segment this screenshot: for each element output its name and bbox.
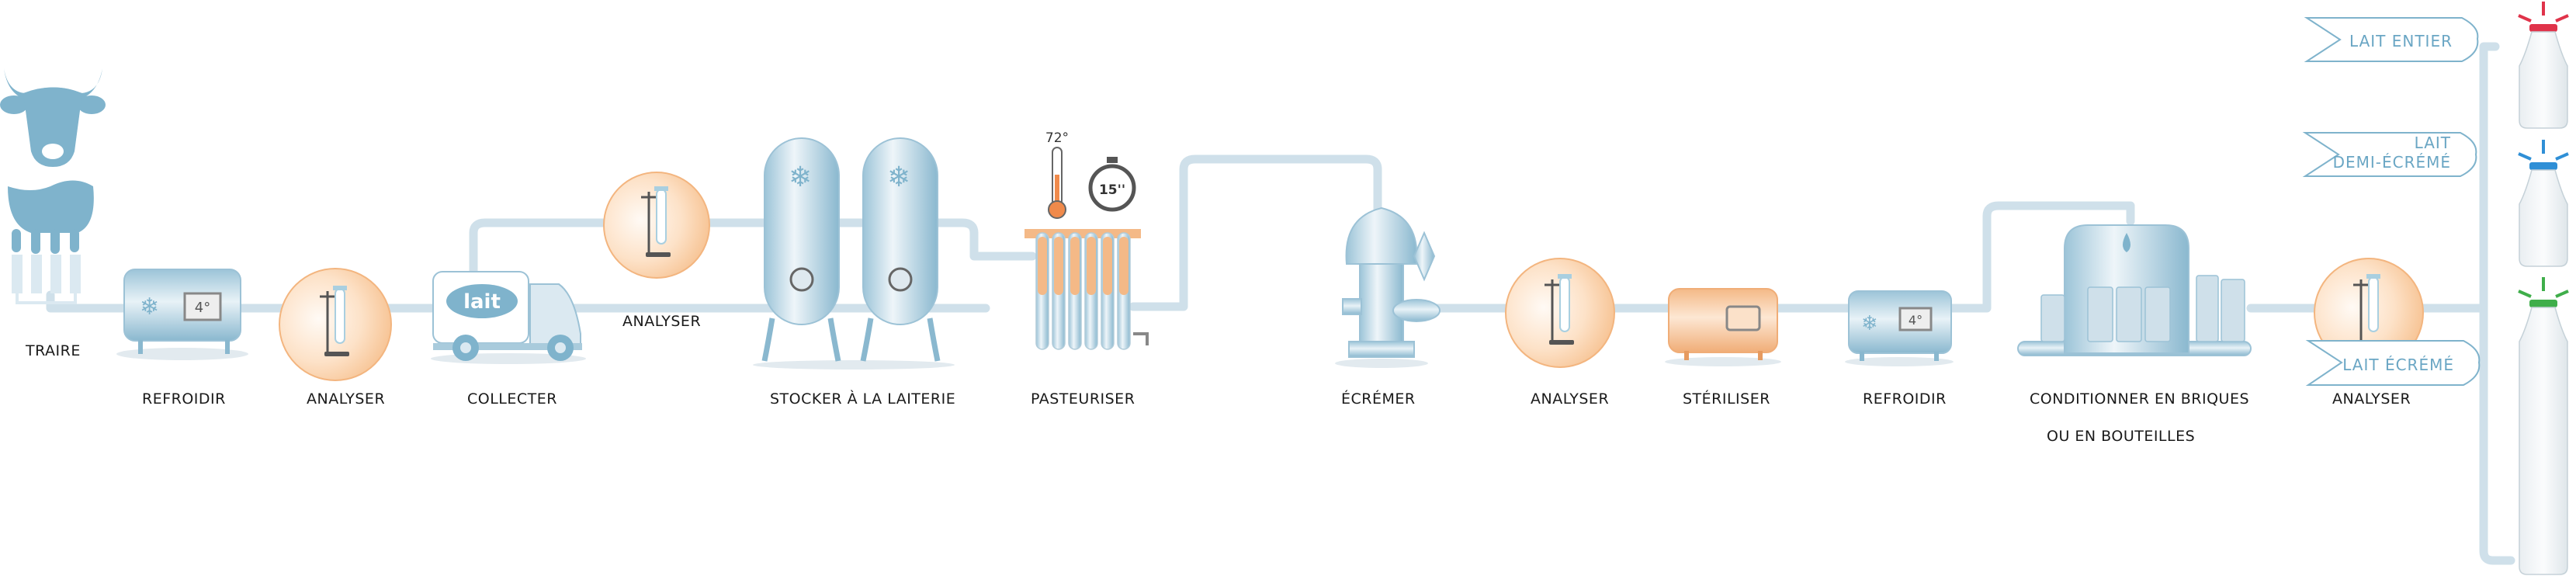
- pasteurise-time: 15'': [1099, 182, 1125, 198]
- cap-green: [2529, 300, 2557, 307]
- truck-logo: lait: [463, 290, 501, 314]
- label-analyser-3: ANALYSER: [1531, 390, 1609, 408]
- udder-icon: [8, 180, 94, 254]
- analysis-station-1: [279, 268, 392, 381]
- radiator-pasteurizer: [1025, 229, 1149, 350]
- label-refroidir-1: REFROIDIR: [142, 390, 226, 408]
- analysis-station-3: [1505, 258, 1615, 368]
- tag-lait-ecreme: LAIT ÉCRÉMÉ: [2305, 340, 2481, 386]
- label-ecremer: ÉCRÉMER: [1341, 390, 1416, 408]
- label-conditionner-2: OU EN BOUTEILLES: [2047, 428, 2195, 445]
- tag-label-entier: LAIT ENTIER: [2349, 32, 2453, 50]
- label-refroidir-2: REFROIDIR: [1863, 390, 1947, 408]
- snowflake-icon: ❄: [1861, 312, 1878, 335]
- cap-red: [2529, 24, 2557, 32]
- label-stocker: STOCKER À LA LAITERIE: [770, 390, 955, 408]
- label-collecter: COLLECTER: [467, 390, 557, 408]
- cap-blue: [2529, 162, 2557, 170]
- tag-label-demi-2: DEMI-ÉCRÉMÉ: [2333, 153, 2451, 172]
- milking-cups-icon: [12, 255, 81, 304]
- test-tube-icon: [320, 286, 349, 356]
- cream-separator: [1335, 206, 1441, 368]
- cow-icon: [0, 68, 106, 167]
- cooler-1-temp: 4°: [195, 300, 210, 316]
- analysis-station-2: [603, 172, 710, 279]
- tag-lait-entier: LAIT ENTIER: [2304, 17, 2479, 62]
- packaging-machine: [2017, 224, 2252, 356]
- timer-icon: 15'': [1088, 157, 1136, 212]
- snowflake-icon: ❄: [887, 161, 910, 193]
- storage-silos: ❄ ❄: [753, 137, 955, 370]
- snowflake-icon: ❄: [789, 161, 812, 193]
- bottle-lait-entier: [2518, 2, 2569, 129]
- cooler-2-temp: 4°: [1909, 313, 1922, 328]
- label-analyser-2: ANALYSER: [622, 313, 701, 330]
- label-traire: TRAIRE: [25, 342, 81, 359]
- label-pasteuriser: PASTEURISER: [1031, 390, 1135, 408]
- milk-truck-icon: lait: [431, 271, 586, 364]
- label-analyser-4: ANALYSER: [2332, 390, 2411, 408]
- label-analyser-1: ANALYSER: [307, 390, 385, 408]
- sterilizer-tank: [1665, 288, 1781, 366]
- pasteurise-temp: 72°: [1045, 130, 1069, 146]
- tag-label-ecreme: LAIT ÉCRÉMÉ: [2342, 356, 2454, 374]
- cooler-tank-2: ❄ 4°: [1845, 290, 1954, 366]
- tag-label-demi-1: LAIT: [2415, 134, 2451, 152]
- bottle-lait-demi-ecreme: [2518, 140, 2569, 267]
- snowflake-icon: ❄: [140, 293, 159, 321]
- bottle-lait-ecreme: [2518, 277, 2569, 575]
- label-conditionner-1: CONDITIONNER EN BRIQUES: [2030, 390, 2249, 408]
- thermometer-icon: 72°: [1045, 130, 1069, 219]
- cooler-tank-1: ❄ 4°: [116, 269, 248, 360]
- label-steriliser: STÉRILISER: [1683, 390, 1770, 408]
- tag-lait-demi-ecreme: LAIT DEMI-ÉCRÉMÉ: [2302, 132, 2477, 177]
